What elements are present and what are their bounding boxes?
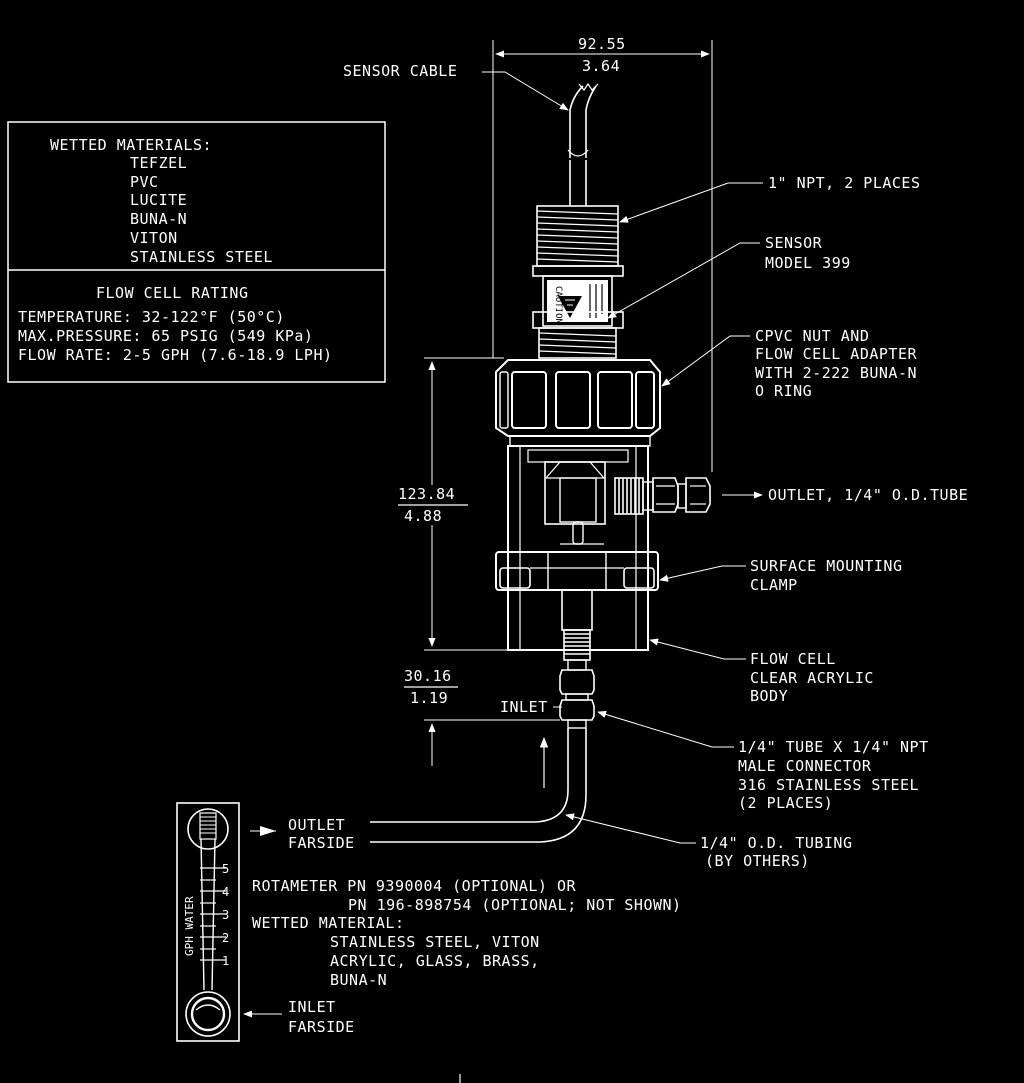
material-item: STAINLESS STEEL (130, 248, 273, 266)
inlet-in: 1.19 (410, 689, 448, 707)
scale-label: 3 (222, 908, 229, 922)
height-in: 4.88 (404, 507, 442, 525)
scale-label: 1 (222, 954, 229, 968)
inlet-farside-label: FARSIDE (288, 1018, 355, 1036)
material-item: TEFZEL (130, 154, 187, 172)
rotameter-note: ROTAMETER PN 9390004 (OPTIONAL) OR PN 19… (252, 877, 682, 989)
cpvc-label: O RING (755, 382, 812, 400)
tubing-label: 1/4" O.D. TUBING (700, 834, 853, 852)
material-item: VITON (130, 229, 178, 247)
material-item: LUCITE (130, 191, 187, 209)
cpvc-label: FLOW CELL ADAPTER (755, 345, 917, 363)
height-dimension: 123.84 4.88 (398, 357, 508, 651)
material-item: PVC (130, 173, 159, 191)
sensor-cable (567, 82, 599, 206)
inlet-dimension: 30.16 1.19 (404, 667, 560, 788)
outlet-farside-label: FARSIDE (288, 834, 355, 852)
sensor-model-label: SENSOR (765, 234, 823, 252)
flow-cell-label: FLOW CELL (750, 650, 836, 668)
sensor-body: CAUTION (532, 205, 624, 359)
inlet-farside-label: INLET (288, 998, 336, 1016)
sensor-cable-leader (482, 71, 569, 111)
inlet-label: INLET (500, 698, 548, 716)
inlet-connector (559, 629, 595, 729)
width-dimension: 92.55 3.64 (492, 35, 713, 472)
rating-pressure: MAX.PRESSURE: 65 PSIG (549 KPa) (18, 327, 313, 345)
material-item: BUNA-N (130, 210, 187, 228)
height-mm: 123.84 (398, 485, 455, 503)
cpvc-label: WITH 2-222 BUNA-N (755, 364, 917, 382)
note-line: STAINLESS STEEL, VITON (330, 933, 540, 951)
flow-cell-label: CLEAR ACRYLIC (750, 669, 874, 687)
scale-label: 4 (222, 885, 229, 899)
clamp-leader (659, 565, 746, 582)
connector-label: MALE CONNECTOR (738, 757, 872, 775)
outlet-tube-label: OUTLET, 1/4" O.D.TUBE (768, 486, 968, 504)
connector-label: 1/4" TUBE X 1/4" NPT (738, 738, 929, 756)
note-line: PN 196-898754 (OPTIONAL; NOT SHOWN) (348, 896, 682, 914)
materials-box: WETTED MATERIALS: TEFZEL PVC LUCITE BUNA… (7, 121, 386, 383)
rating-temperature: TEMPERATURE: 32-122°F (50°C) (18, 308, 285, 326)
inlet-tube (370, 728, 587, 843)
scale-label: 5 (222, 862, 229, 876)
connector-label: (2 PLACES) (738, 794, 833, 812)
rating-title: FLOW CELL RATING (96, 284, 249, 302)
flow-cell-leader (649, 638, 746, 660)
clamp-label: SURFACE MOUNTING (750, 557, 903, 575)
outlet-farside-label: OUTLET (288, 816, 345, 834)
width-in: 3.64 (582, 57, 620, 75)
gauge-label: GPH WATER (183, 896, 196, 956)
materials-title: WETTED MATERIALS: (50, 136, 212, 154)
flow-cell-label: BODY (750, 687, 788, 705)
width-mm: 92.55 (578, 35, 626, 53)
sensor-cable-label: SENSOR CABLE (343, 62, 457, 80)
caution-text: CAUTION (553, 286, 563, 324)
inlet-tube (370, 728, 569, 823)
note-line: BUNA-N (330, 971, 387, 989)
npt-leader (619, 182, 763, 223)
tubing-leader (565, 813, 696, 844)
cpvc-nut (495, 359, 661, 447)
note-line: ACRYLIC, GLASS, BRASS, (330, 952, 540, 970)
sensor-model-label: MODEL 399 (765, 254, 851, 272)
flow-cell-body (507, 445, 711, 651)
note-line: WETTED MATERIAL: (252, 914, 405, 932)
rotameter: 5 4 3 2 1 GPH WATER (176, 802, 240, 1042)
sensor-model-leader (607, 242, 760, 319)
connector-leader (597, 710, 734, 748)
cpvc-label: CPVC NUT AND (755, 327, 869, 345)
inlet-mm: 30.16 (404, 667, 452, 685)
rating-flow-rate: FLOW RATE: 2-5 GPH (7.6-18.9 LPH) (18, 346, 333, 364)
npt-label: 1" NPT, 2 PLACES (768, 174, 921, 192)
scale-label: 2 (222, 931, 229, 945)
tubing-label: (BY OTHERS) (705, 852, 810, 870)
note-line: ROTAMETER PN 9390004 (OPTIONAL) OR (252, 877, 577, 895)
connector-label: 316 STAINLESS STEEL (738, 776, 919, 794)
clamp-label: CLAMP (750, 576, 798, 594)
cpvc-leader (661, 335, 750, 387)
